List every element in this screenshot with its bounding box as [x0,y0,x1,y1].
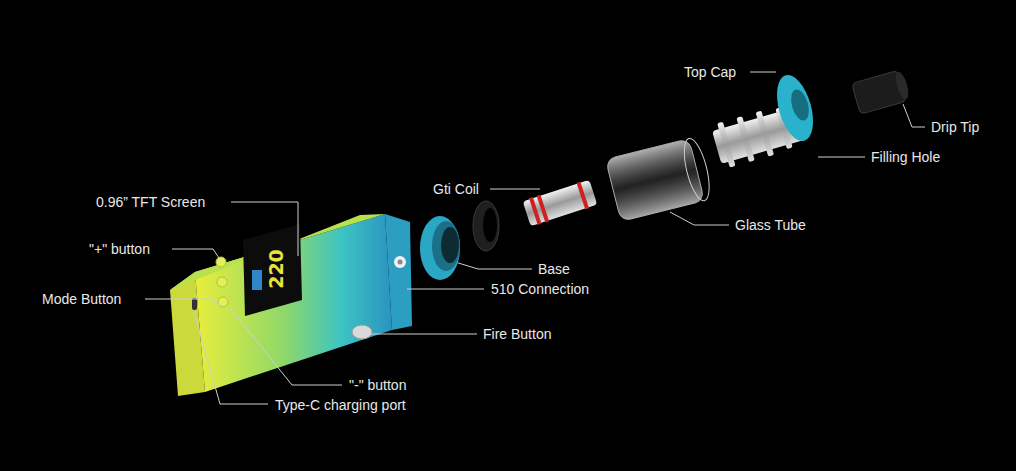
part-label: Gti Coil [433,180,479,198]
part-label: "-" button [349,376,406,394]
part-label: "+" button [89,240,150,258]
screen-readout: 220 [266,249,286,289]
part-label: 510 Connection [491,280,589,298]
part-label: 0.96” TFT Screen [96,193,205,211]
part-label: Top Cap [684,63,736,81]
part-label: Fire Button [483,325,551,343]
part-label: Type-C charging port [275,396,406,414]
part-label: Glass Tube [735,216,806,234]
part-label: Drip Tip [931,118,979,136]
part-label: Base [538,260,570,278]
part-label: Filling Hole [871,148,940,166]
part-label: Mode Button [42,290,121,308]
